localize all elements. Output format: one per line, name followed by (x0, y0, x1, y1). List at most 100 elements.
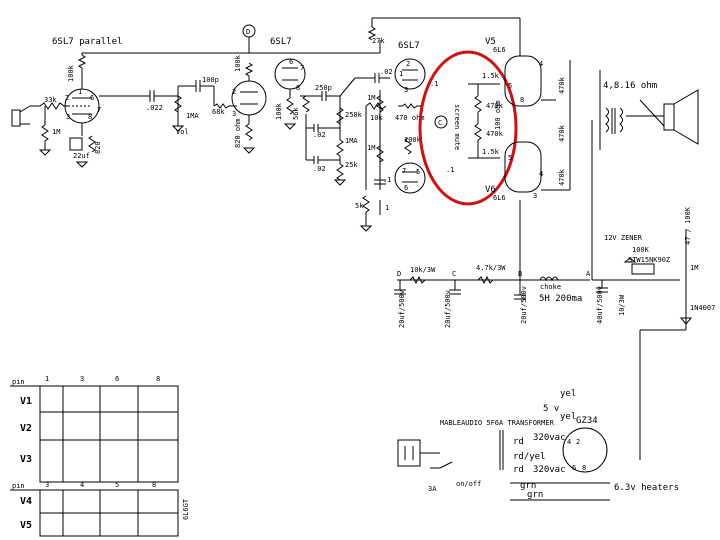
table2-col: 5 (115, 481, 119, 489)
svg-text:2: 2 (65, 94, 69, 102)
svg-text:6: 6 (404, 184, 408, 192)
r27k-label: 27k (372, 37, 385, 45)
c20b-label: 20uf/500v (444, 290, 452, 328)
svg-text:2: 2 (576, 438, 580, 446)
switch-label: on/off (456, 480, 481, 488)
grn-a-label: grn (520, 481, 536, 491)
svg-text:2: 2 (232, 88, 236, 96)
pin-voltage-table-1: pin 1 3 6 8 V1 V2 V3 (10, 375, 179, 483)
c02a-label: .02 (313, 131, 326, 139)
r820-b-label: 820 ohm (234, 118, 242, 148)
tube-v2 (231, 80, 267, 116)
r1ma-label: 1MA (186, 112, 199, 120)
c40-label: 40uf/500v (596, 286, 604, 324)
volume-label: vol (176, 128, 189, 136)
r1ma-b-label: 1MA (345, 137, 358, 145)
r470k-a-label: 470k (486, 102, 504, 110)
diode-label: 1N4007 (690, 304, 715, 312)
svg-text:D: D (397, 270, 401, 278)
table1-header: pin (12, 378, 25, 386)
transformer-label: MABLEAUDIO 5F6A TRANSFORMER (440, 419, 555, 427)
table1-col: 8 (156, 375, 160, 383)
choke-value-label: 5H 200ma (539, 294, 582, 304)
r470k-e-label: 470k (558, 168, 566, 186)
mosfet-label: STW15NK90Z (628, 256, 670, 264)
choke-coil (539, 276, 559, 282)
tube-v6 (504, 141, 542, 193)
stage2-title: 6SL7 (270, 37, 292, 47)
r10k3w-label: 10k/3W (410, 266, 436, 274)
highlight-circle (418, 50, 518, 206)
svg-text:7: 7 (97, 106, 101, 114)
r250k-label: 250k (345, 111, 363, 119)
mute-node (434, 115, 448, 129)
svg-text:1: 1 (399, 70, 403, 78)
svg-text:8: 8 (88, 113, 92, 121)
r1-label: 1 (385, 204, 389, 212)
v5-label: V5 (485, 37, 496, 47)
r5k-label: 5k (355, 202, 364, 210)
test-point-d-label: D (246, 28, 250, 36)
svg-text:A: A (586, 270, 591, 278)
v5-label: 5 v (543, 404, 559, 414)
table1-row: V2 (20, 423, 32, 434)
r47k3w-label: 4.7k/3W (476, 264, 506, 272)
r1m-d-label: 1M (690, 264, 698, 272)
c02c-label: .02 (380, 68, 393, 76)
svg-text:3: 3 (232, 110, 236, 118)
svg-text:7: 7 (402, 167, 406, 175)
v320b-label: 320vac (533, 465, 566, 475)
v6-type-label: 6L6 (493, 194, 506, 202)
svg-text:2: 2 (406, 60, 410, 68)
svg-text:8: 8 (582, 464, 586, 472)
tube-gz34 (562, 427, 608, 473)
input-jack (11, 105, 40, 127)
svg-text:C: C (438, 119, 442, 127)
pin-voltage-table-2: pin 3 4 5 8 V4 V5 6L6GT (10, 481, 190, 537)
c022-label: .022 (146, 104, 163, 112)
svg-text:7: 7 (300, 64, 304, 72)
r10-3w-label: 10/3W (618, 294, 626, 316)
stage3-title: 6SL7 (398, 41, 420, 51)
grn-b-label: grn (527, 490, 543, 500)
r25k-label: 25k (345, 161, 358, 169)
table1-row: V3 (20, 454, 32, 465)
r1-5k-a-label: 1.5k (482, 72, 500, 80)
choke-label: choke (540, 283, 561, 291)
table2-row: V5 (20, 520, 32, 531)
r100k-c-label: 100k (275, 102, 283, 120)
svg-text:1: 1 (78, 88, 82, 96)
tube-v5 (504, 55, 542, 107)
table2-row: V4 (20, 496, 32, 507)
yel-a-label: yel (560, 389, 576, 399)
v5-type-label: 6L6 (493, 46, 506, 54)
r1m-b-label: 1M (367, 94, 375, 102)
r47k-label: 47 / 100K (684, 206, 692, 245)
mute-switch-label: screen mute (453, 104, 461, 150)
svg-text:6: 6 (289, 58, 293, 66)
zener-label: 12V ZENER (604, 234, 643, 242)
table2-col: 4 (80, 481, 84, 489)
svg-text:6: 6 (572, 464, 576, 472)
rdyel-label: rd/yel (513, 452, 546, 462)
r1m-c-label: 1M (367, 144, 375, 152)
svg-text:C: C (452, 270, 456, 278)
table1-row: V1 (20, 396, 32, 407)
r100k-e-label: 100K (632, 246, 650, 254)
switch-icon (439, 461, 453, 469)
svg-text:4: 4 (539, 60, 543, 68)
r820-a-label: 820 (94, 141, 102, 154)
svg-text:6: 6 (90, 94, 94, 102)
stage1-title: 6SL7 parallel (52, 37, 122, 47)
svg-text:8: 8 (520, 96, 524, 104)
svg-text:5: 5 (416, 168, 420, 176)
ac-inlet (397, 439, 421, 467)
fuse-label: 3A (428, 485, 437, 493)
svg-text:5: 5 (508, 154, 512, 162)
r33k-label: 33k (44, 96, 57, 104)
c20a-label: 20uf/500v (398, 290, 406, 328)
c02b-label: .02 (313, 165, 326, 173)
svg-text:3: 3 (533, 192, 537, 200)
table1-col: 6 (115, 375, 119, 383)
